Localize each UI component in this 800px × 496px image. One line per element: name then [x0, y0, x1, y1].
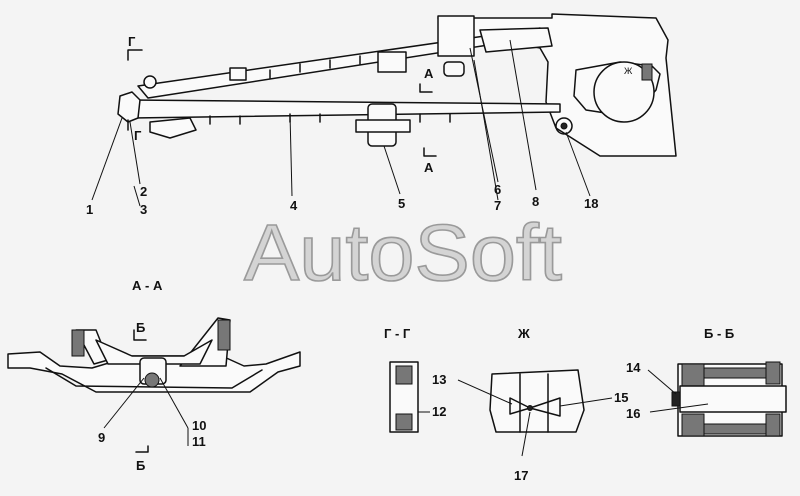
upper-clip — [377, 51, 407, 73]
callout-6: 6 — [494, 182, 501, 197]
callout-7: 7 — [494, 198, 501, 213]
cut-label-a-top: А — [424, 66, 434, 81]
aa-cradle — [95, 339, 213, 365]
gg-hatch-bottom — [395, 413, 413, 431]
bracket-block-8 — [479, 27, 553, 53]
bb-shaft-16 — [679, 385, 787, 413]
aa-cut-b-bottom — [135, 445, 149, 453]
lower-arm-4 — [129, 99, 561, 119]
section-title-zh: Ж — [517, 326, 530, 341]
callout-5: 5 — [398, 196, 405, 211]
callout-12: 12 — [432, 404, 446, 419]
aa-cut-b-top — [133, 329, 147, 341]
svg-text:Ж: Ж — [624, 66, 633, 76]
section-title-bb: Б - Б — [704, 326, 734, 341]
cut-label-a-bottom: А — [424, 160, 434, 175]
bb-hatch-3 — [703, 423, 767, 435]
section-bb-view: Б - Б 14 16 — [626, 326, 787, 437]
section-title-aa: А - А — [132, 278, 163, 293]
hole-18 — [555, 117, 573, 135]
hole-18-center — [560, 122, 568, 130]
section-zh-view: Ж 13 15 17 — [432, 326, 628, 483]
zh-pin-center — [527, 405, 533, 411]
callout-17: 17 — [514, 468, 528, 483]
section-title-gg: Г - Г — [384, 326, 411, 341]
leaders-zh — [457, 379, 613, 457]
slot — [443, 61, 465, 77]
bb-nut-14 — [671, 391, 681, 407]
callout-11: 11 — [192, 434, 206, 449]
callout-13: 13 — [432, 372, 446, 387]
watermark: AutoSoft — [244, 208, 562, 297]
leaders-bb — [647, 369, 709, 413]
aa-pad-right — [217, 319, 231, 351]
bb-hatch-6 — [765, 413, 781, 437]
callout-15: 15 — [614, 390, 628, 405]
upper-small-clip — [229, 67, 247, 81]
section-gg-view: Г - Г 12 — [384, 326, 446, 433]
main-assembly-view: Ж Г Г А А — [86, 13, 677, 217]
cut-line-a-top — [419, 83, 433, 93]
callout-9: 9 — [98, 430, 105, 445]
aa-ball — [144, 372, 160, 388]
aa-cut-label-b-bottom: Б — [136, 458, 145, 473]
cut-label-g-bottom: Г — [134, 128, 142, 143]
callout-8: 8 — [532, 194, 539, 209]
front-end — [117, 91, 141, 123]
cut-line-a-bottom — [423, 147, 437, 157]
aa-pad-left — [71, 329, 85, 357]
callout-2: 2 — [140, 184, 147, 199]
aa-cut-label-b-top: Б — [136, 320, 145, 335]
leaders-aa — [103, 377, 189, 446]
callout-3: 3 — [140, 202, 147, 217]
callout-18: 18 — [584, 196, 598, 211]
gg-hatch-top — [395, 365, 413, 385]
callout-10: 10 — [192, 418, 206, 433]
zh-cotter — [509, 397, 561, 417]
callout-4: 4 — [290, 198, 298, 213]
cut-label-g-top: Г — [128, 34, 136, 49]
section-aa-view: А - А Б Б 9 10 11 — [7, 278, 301, 473]
callout-14: 14 — [626, 360, 641, 375]
clamp-5-base — [355, 119, 411, 133]
front-hook — [149, 117, 197, 139]
bracket-hole — [593, 61, 655, 123]
cut-line-g — [127, 49, 143, 131]
lug-pin — [641, 63, 653, 81]
bb-hatch-1 — [681, 363, 705, 387]
bracket-block-6-7 — [437, 15, 475, 57]
bb-hatch-5 — [765, 361, 781, 385]
bb-hatch-4 — [681, 413, 705, 437]
callout-1: 1 — [86, 202, 93, 217]
leaders-main — [91, 39, 591, 207]
front-pin — [143, 75, 157, 89]
callout-16: 16 — [626, 406, 640, 421]
bb-hatch-2 — [703, 367, 767, 379]
